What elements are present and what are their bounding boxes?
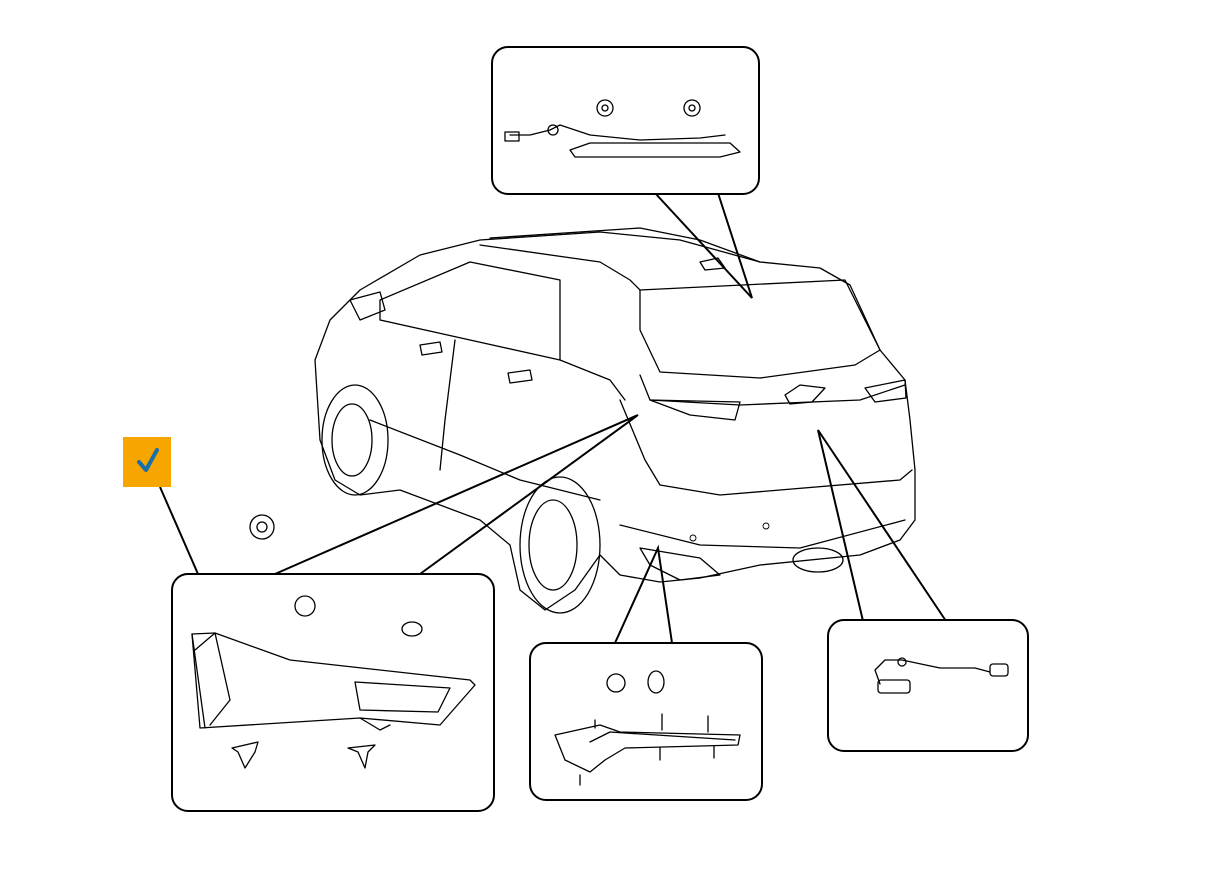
callout-tail-lamp-assembly	[171, 573, 495, 812]
callout-license-plate-lamp-harness	[827, 619, 1029, 752]
checkmark-badge[interactable]	[123, 437, 171, 487]
callout-rear-fog-reflector-lamp	[529, 642, 763, 801]
vehicle-outline	[314, 227, 916, 614]
badge-background	[123, 437, 171, 487]
checkmark-icon	[137, 448, 159, 472]
callout-high-mount-stop-lamp	[491, 46, 760, 195]
nut-part	[249, 514, 275, 540]
leader-lines	[159, 192, 947, 644]
